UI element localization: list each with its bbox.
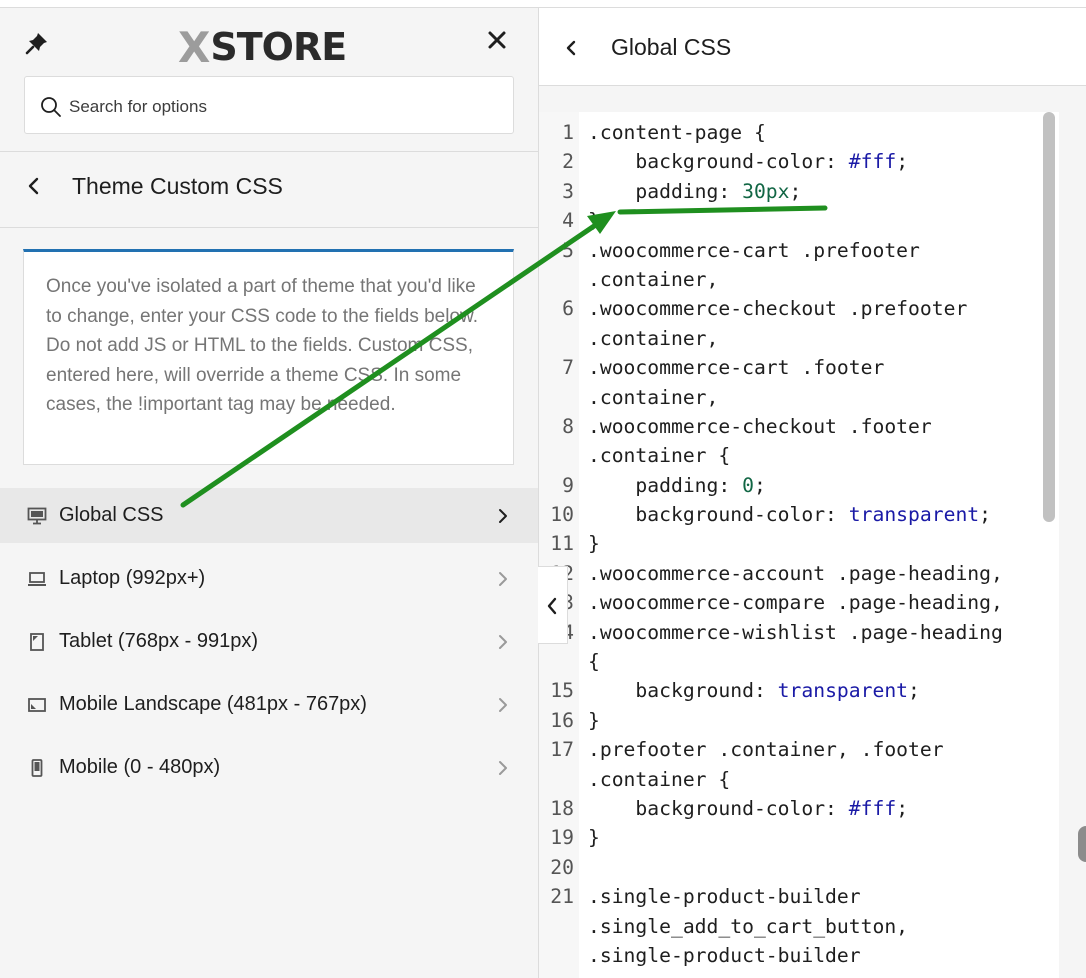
line-code: padding: 0; [588,473,766,497]
menu-item-global-css[interactable]: Global CSS [0,488,538,543]
line-code: .woocommerce-cart .prefooter [588,238,920,262]
line-number: 11 [550,532,574,556]
line-code: .single-product-builder [588,885,861,909]
line-code: .single_add_to_cart_button, [588,914,909,938]
menu-item-mobile-landscape[interactable]: Mobile Landscape (481px - 767px) [0,677,538,732]
line-code: padding: 30px; [588,179,802,203]
top-border [0,0,1086,8]
chevron-right-icon [494,631,512,653]
edge-handle[interactable] [1078,826,1086,862]
line-number: 9 [562,473,574,497]
editor-scrollbar[interactable] [1043,112,1055,978]
menu-item-label: Tablet (768px - 991px) [59,630,259,652]
line-number: 17 [550,738,574,762]
description-notice: Once you've isolated a part of theme tha… [23,249,514,465]
divider [0,227,538,228]
line-code: } [588,532,600,556]
menu-item-mobile[interactable]: Mobile (0 - 480px) [0,740,538,795]
chevron-left-icon [547,597,557,615]
line-code: .prefooter .container, .footer [588,738,944,762]
line-number: 21 [550,885,574,909]
line-number: 6 [562,297,574,321]
line-number: 4 [562,209,574,233]
section-title: Theme Custom CSS [72,173,283,199]
panel-title: Global CSS [611,34,732,60]
line-code: } [588,209,600,233]
menu-item-tablet[interactable]: Tablet (768px - 991px) [0,614,538,669]
divider [0,151,538,152]
line-number: 1 [562,121,574,144]
line-code: .container { [588,444,731,468]
line-number: 18 [550,796,574,820]
chevron-right-icon [494,694,512,716]
line-code: { [588,650,600,674]
panel-header: Global CSS [539,8,1086,86]
menu-item-label: Mobile (0 - 480px) [59,756,221,778]
mobile-icon [27,758,47,778]
line-number: 19 [550,826,574,850]
tablet-icon [27,632,47,652]
scrollbar-thumb[interactable] [1043,112,1055,522]
line-code: } [588,708,600,732]
chevron-right-icon [494,568,512,590]
line-number: 10 [550,503,574,527]
code-editor[interactable]: 1 .content-page { 2 background-color: #fff… [539,112,1059,978]
line-code: .woocommerce-compare .page-heading, [588,591,1003,615]
customizer-sidebar: X STORE Theme Custom CSS Once you've iso… [0,8,538,978]
line-code: .woocommerce-cart .footer [588,356,885,380]
line-number: 2 [562,150,574,174]
search-box [24,76,514,134]
search-input[interactable] [67,91,501,123]
line-number: 3 [562,179,574,203]
logo-mark: X [178,22,210,72]
line-code: .woocommerce-account .page-heading, [588,561,1003,585]
chevron-right-icon [494,505,512,527]
line-code: background-color: #fff; [588,150,909,174]
line-code: background: transparent; [588,679,920,703]
line-number: 8 [562,414,574,438]
line-code: .woocommerce-wishlist .page-heading [588,620,1003,644]
search-icon [39,95,63,119]
chevron-right-icon [494,757,512,779]
menu-item-label: Laptop (992px+) [59,567,206,589]
line-code: } [588,826,600,850]
line-code: .container, [588,267,719,291]
back-button[interactable] [20,172,48,200]
line-number: 5 [562,238,574,262]
line-number: 16 [550,708,574,732]
desktop-icon [27,506,47,526]
collapse-sidebar-button[interactable] [538,566,568,644]
line-number: 20 [550,855,574,879]
close-icon[interactable] [485,28,509,52]
pin-icon[interactable] [24,30,50,56]
menu-item-label: Global CSS [59,504,164,526]
line-code: .container, [588,385,719,409]
xstore-logo: X STORE [178,22,347,72]
menu-item-laptop[interactable]: Laptop (992px+) [0,551,538,606]
logo-text: STORE [210,25,347,69]
css-editor-panel: Global CSS 1 .content-page { 2 background-… [538,8,1086,978]
line-code: .container, [588,326,719,350]
tablet-landscape-icon [27,695,47,715]
laptop-icon [27,569,47,589]
line-code: background-color: transparent; [588,503,992,527]
line-code: .single-product-builder [588,943,861,967]
line-code: .container { [588,767,731,791]
menu-item-label: Mobile Landscape (481px - 767px) [59,693,367,715]
panel-back-button[interactable] [559,34,583,62]
line-code: .woocommerce-checkout .prefooter [588,297,968,321]
css-section-menu: Global CSS Laptop (992px+) [0,488,538,803]
line-code: .content-page { [588,121,766,144]
line-number: 7 [562,356,574,380]
line-number: 15 [550,679,574,703]
line-code: background-color: #fff; [588,796,909,820]
line-code: .woocommerce-checkout .footer [588,414,932,438]
